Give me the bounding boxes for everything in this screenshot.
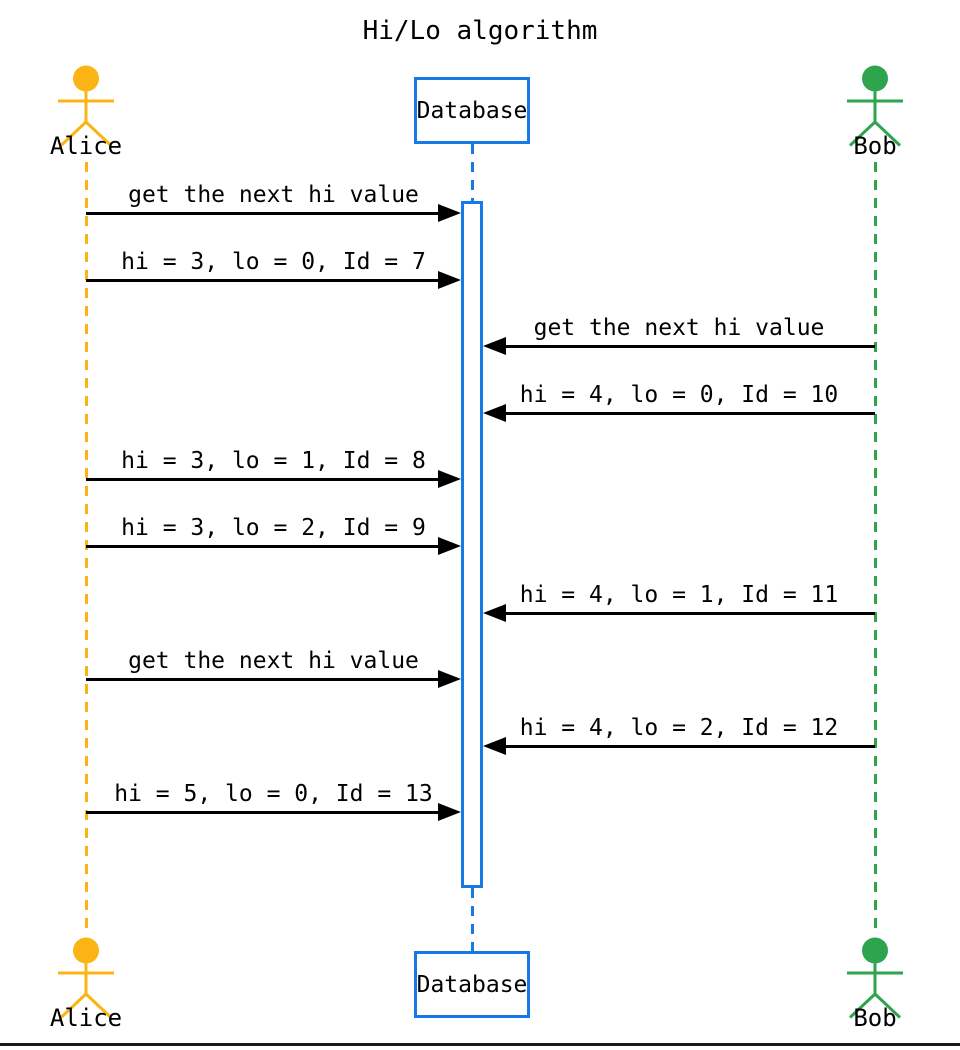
message-line [500, 744, 875, 748]
alice-actor-figure-bottom [48, 936, 124, 1020]
message-arrowhead [438, 803, 461, 821]
database-lifeline-segment-1 [470, 144, 474, 201]
message-line [500, 411, 875, 415]
message-label: hi = 3, lo = 2, Id = 9 [121, 515, 426, 541]
message-label: get the next hi value [128, 182, 419, 208]
message-arrowhead [438, 271, 461, 289]
stick-figure-icon [847, 65, 903, 147]
stick-figure-icon [58, 937, 114, 1019]
message-arrowhead [438, 670, 461, 688]
message-line [86, 211, 444, 215]
message-line [86, 810, 444, 814]
message-arrowhead [438, 537, 461, 555]
message-arrowhead [483, 604, 506, 622]
bob-actor-figure-top [837, 64, 913, 148]
message-label: hi = 5, lo = 0, Id = 13 [114, 781, 433, 807]
message-label: hi = 3, lo = 0, Id = 7 [121, 249, 426, 275]
bob-label-bottom: Bob [853, 1004, 897, 1032]
database-box-label: Database [416, 971, 528, 998]
database-box-bottom: Database [414, 951, 530, 1018]
message-label: get the next hi value [533, 315, 825, 341]
bob-actor-figure-bottom [837, 936, 913, 1020]
message-arrowhead [483, 404, 506, 422]
alice-label-top: Alice [49, 132, 123, 160]
message-arrowhead [438, 470, 461, 488]
message-label: hi = 4, lo = 2, Id = 12 [519, 715, 839, 741]
message-label: hi = 4, lo = 1, Id = 11 [519, 582, 839, 608]
message-line [86, 677, 444, 681]
database-lifeline-segment-2 [470, 888, 474, 951]
diagram-title: Hi/Lo algorithm [362, 16, 598, 46]
message-label: get the next hi value [128, 648, 419, 674]
message-arrowhead [483, 737, 506, 755]
alice-actor-figure-top [48, 64, 124, 148]
database-box-label: Database [416, 97, 528, 124]
message-line [86, 278, 444, 282]
message-line [86, 544, 444, 548]
alice-lifeline [84, 162, 88, 934]
message-arrowhead [483, 337, 506, 355]
stick-figure-icon [58, 65, 114, 147]
stick-figure-icon [847, 937, 903, 1019]
alice-label-bottom: Alice [49, 1004, 123, 1032]
database-box-top: Database [414, 77, 530, 144]
message-label: hi = 3, lo = 1, Id = 8 [121, 448, 426, 474]
bob-lifeline [873, 162, 877, 934]
window-bottom-border [0, 1043, 960, 1046]
activation-bar [461, 201, 483, 888]
message-arrowhead [438, 204, 461, 222]
bob-label-top: Bob [853, 132, 897, 160]
message-line [500, 611, 875, 615]
message-label: hi = 4, lo = 0, Id = 10 [519, 382, 839, 408]
message-line [500, 344, 875, 348]
message-line [86, 477, 444, 481]
